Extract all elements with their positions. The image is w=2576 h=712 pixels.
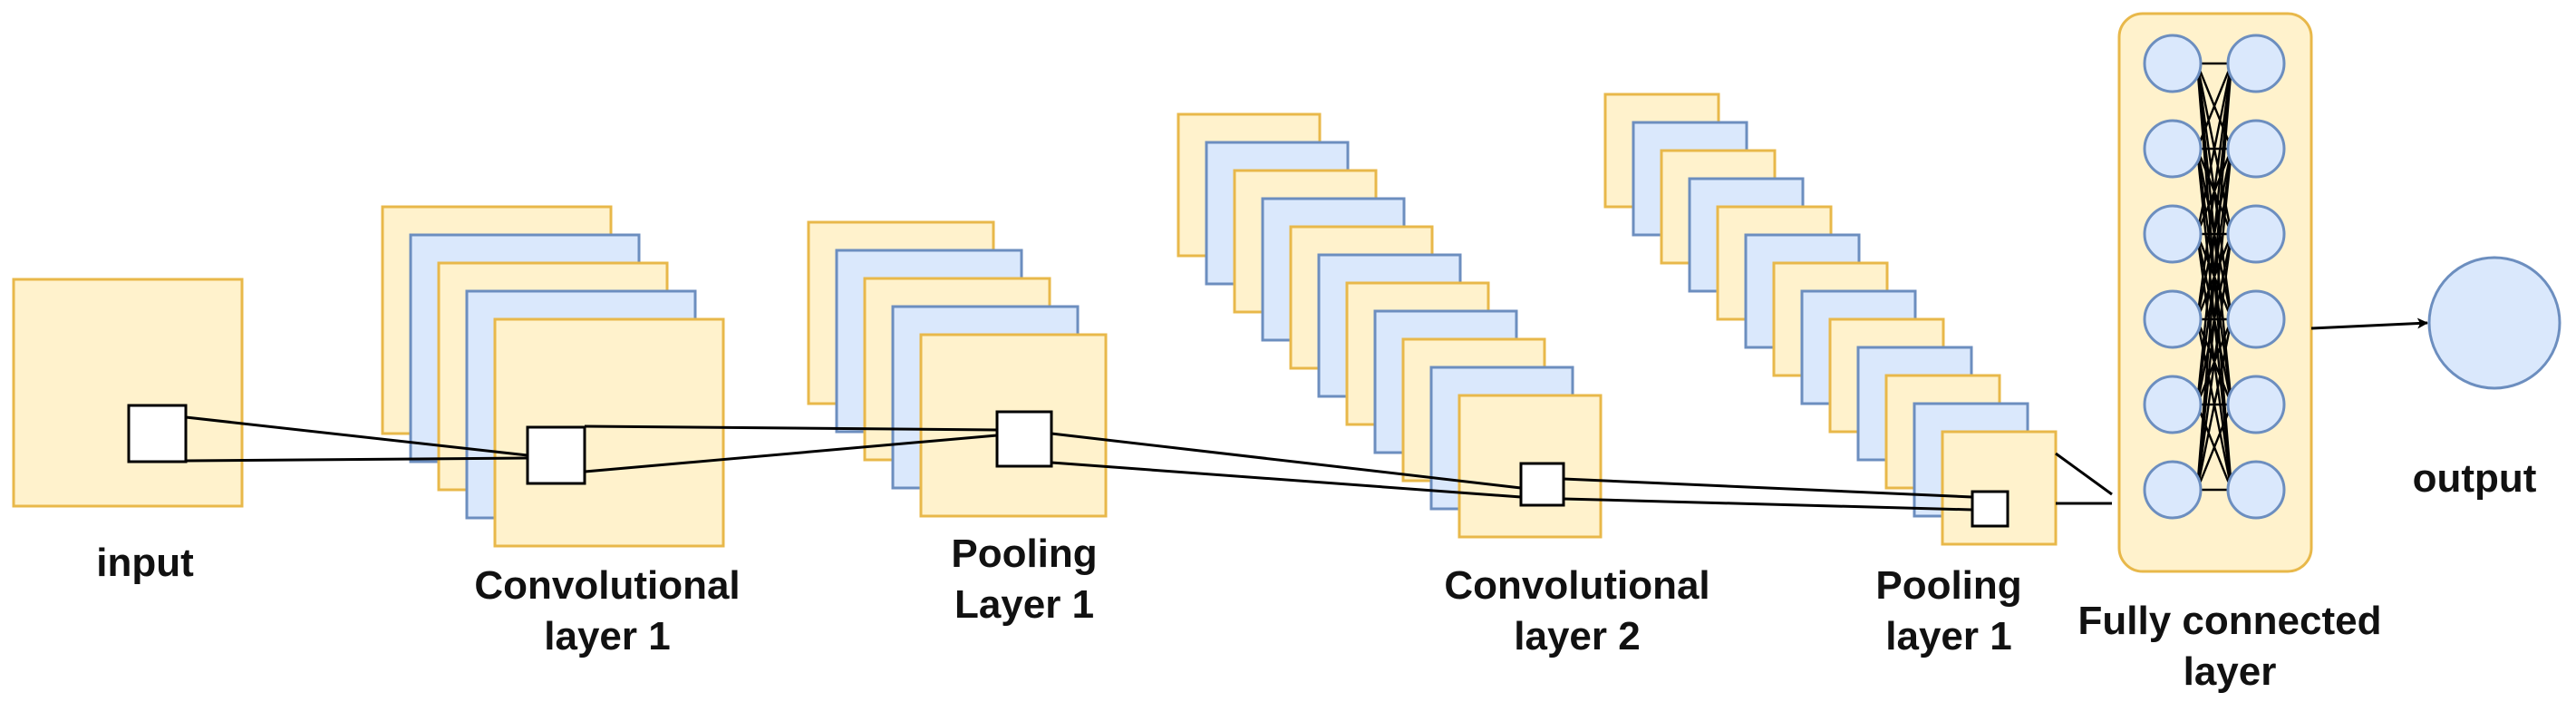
label-output-text: output bbox=[2412, 456, 2537, 501]
connector-pool1-conv2-bottom bbox=[1051, 461, 1522, 499]
label-pooling-layer-2-line1: Pooling bbox=[1875, 563, 2022, 608]
label-pooling-layer-2: Pooling layer 1 bbox=[1831, 561, 2067, 662]
fc-node-col1-5 bbox=[2143, 375, 2203, 434]
receptive-field-connections bbox=[185, 415, 2113, 512]
fc-edge-5-1 bbox=[2195, 63, 2233, 405]
pooling-layer-1-feature-maps bbox=[807, 220, 1108, 518]
label-conv-layer-2-line1: Convolutional bbox=[1444, 563, 1710, 608]
fc-edge-3-1 bbox=[2195, 63, 2233, 235]
label-conv-layer-2: Convolutional layer 2 bbox=[1396, 561, 1758, 662]
pool2-receptive-window bbox=[1971, 490, 2009, 528]
connector-input-conv1-bottom bbox=[185, 456, 528, 463]
connector-pool1-conv2-top bbox=[1051, 432, 1522, 490]
fc-edge-6-2 bbox=[2195, 148, 2233, 491]
label-conv-layer-2-line2: layer 2 bbox=[1514, 614, 1641, 658]
label-fully-connected-layer: Fully connected layer bbox=[2048, 596, 2411, 697]
label-output: output bbox=[2384, 454, 2565, 504]
label-fully-connected-layer-line1: Fully connected bbox=[2077, 599, 2382, 643]
connector-input-conv1-top bbox=[185, 415, 528, 457]
fc-node-col1-3 bbox=[2143, 204, 2203, 264]
label-pooling-layer-1-line2: Layer 1 bbox=[954, 582, 1095, 627]
pool1-receptive-window bbox=[995, 410, 1053, 468]
label-pooling-layer-2-line2: layer 1 bbox=[1885, 614, 2012, 658]
fc-node-col1-6 bbox=[2143, 460, 2203, 520]
fc-node-col1-2 bbox=[2143, 119, 2203, 179]
connector-conv1-pool1-bottom bbox=[584, 434, 998, 473]
label-input-text: input bbox=[96, 541, 194, 585]
conv2-feature-map-11 bbox=[1457, 394, 1603, 539]
fc-node-col1-4 bbox=[2143, 289, 2203, 349]
fc-nodes bbox=[2143, 34, 2286, 520]
connector-pool2-fc-top bbox=[2055, 452, 2113, 496]
conv1-receptive-window bbox=[526, 425, 586, 485]
label-fully-connected-layer-line2: layer bbox=[2183, 649, 2277, 694]
fc-node-col1-1 bbox=[2143, 34, 2203, 93]
output-arrow bbox=[2310, 317, 2428, 330]
label-input: input bbox=[54, 538, 236, 589]
label-conv-layer-1-line1: Convolutional bbox=[474, 563, 741, 608]
fc-node-col2-3 bbox=[2226, 204, 2286, 264]
fc-node-col2-4 bbox=[2226, 289, 2286, 349]
fc-edges bbox=[2195, 62, 2233, 492]
fc-edge-4-1 bbox=[2195, 63, 2233, 320]
fc-edge-6-3 bbox=[2195, 233, 2233, 491]
fc-edge-6-1 bbox=[2195, 63, 2233, 491]
pooling-layer-2-feature-maps bbox=[1603, 93, 2058, 546]
output-node bbox=[2427, 256, 2561, 390]
input-image bbox=[12, 278, 244, 508]
label-pooling-layer-1-line1: Pooling bbox=[951, 532, 1098, 576]
fc-node-col2-5 bbox=[2226, 375, 2286, 434]
fc-edge-2-1 bbox=[2195, 63, 2233, 150]
fc-node-col2-1 bbox=[2226, 34, 2286, 93]
connector-conv2-pool2-top bbox=[1563, 477, 1973, 499]
label-conv-layer-1: Convolutional layer 1 bbox=[426, 561, 789, 662]
input-receptive-window bbox=[127, 404, 188, 463]
label-conv-layer-1-line2: layer 1 bbox=[544, 614, 671, 658]
fc-node-col2-2 bbox=[2226, 119, 2286, 179]
conv-layer-1-feature-maps bbox=[381, 205, 725, 548]
fc-edge-6-4 bbox=[2195, 318, 2233, 491]
label-pooling-layer-1: Pooling Layer 1 bbox=[906, 529, 1142, 630]
connector-conv2-pool2-bottom bbox=[1563, 497, 1973, 512]
fc-edge-6-5 bbox=[2195, 404, 2233, 491]
fc-node-col2-6 bbox=[2226, 460, 2286, 520]
conv2-receptive-window bbox=[1519, 462, 1565, 507]
conv-layer-2-feature-maps bbox=[1177, 112, 1603, 539]
connector-conv1-pool1-top bbox=[584, 424, 998, 432]
